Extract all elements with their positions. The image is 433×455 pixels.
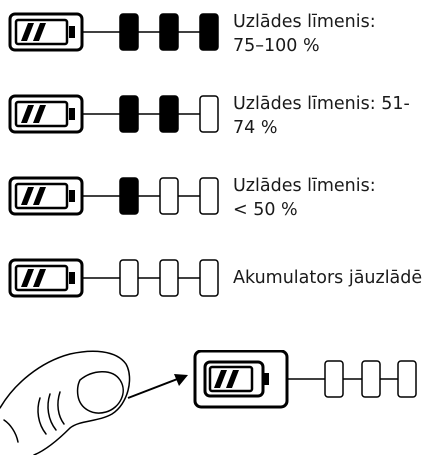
charge-level-label: Uzlādes līmenis: 51- 74 % — [233, 94, 410, 138]
charge-level-row-empty: Akumulators jāuzlādē — [0, 256, 433, 316]
battery-button-icon[interactable] — [193, 350, 289, 409]
battery-icon — [8, 12, 84, 52]
battery-icon — [8, 176, 84, 216]
battery-icon — [8, 258, 84, 298]
arrow-right-icon — [127, 374, 188, 399]
press-battery-button-illustration — [0, 350, 417, 455]
finger-icon — [0, 350, 131, 455]
charge-level-row-full: Uzlādes līmenis: 75–100 % — [0, 10, 433, 70]
battery-icon — [8, 94, 84, 134]
charge-level-label: Uzlādes līmenis: < 50 % — [233, 176, 376, 220]
battery-indicator-diagram — [8, 258, 219, 298]
level-segments — [119, 95, 219, 133]
bottom-level-segments — [324, 360, 417, 398]
battery-indicator-diagram — [8, 12, 219, 52]
charge-level-label: Akumulators jāuzlādē — [233, 268, 423, 288]
level-segments — [119, 13, 219, 51]
charge-level-label: Uzlādes līmenis: 75–100 % — [233, 12, 376, 56]
charge-level-row-medium: Uzlādes līmenis: 51- 74 % — [0, 92, 433, 152]
battery-indicator-diagram — [8, 176, 219, 216]
level-segments — [119, 177, 219, 215]
charge-level-row-low: Uzlādes līmenis: < 50 % — [0, 174, 433, 234]
level-segments — [119, 259, 219, 297]
battery-indicator-diagram — [8, 94, 219, 134]
